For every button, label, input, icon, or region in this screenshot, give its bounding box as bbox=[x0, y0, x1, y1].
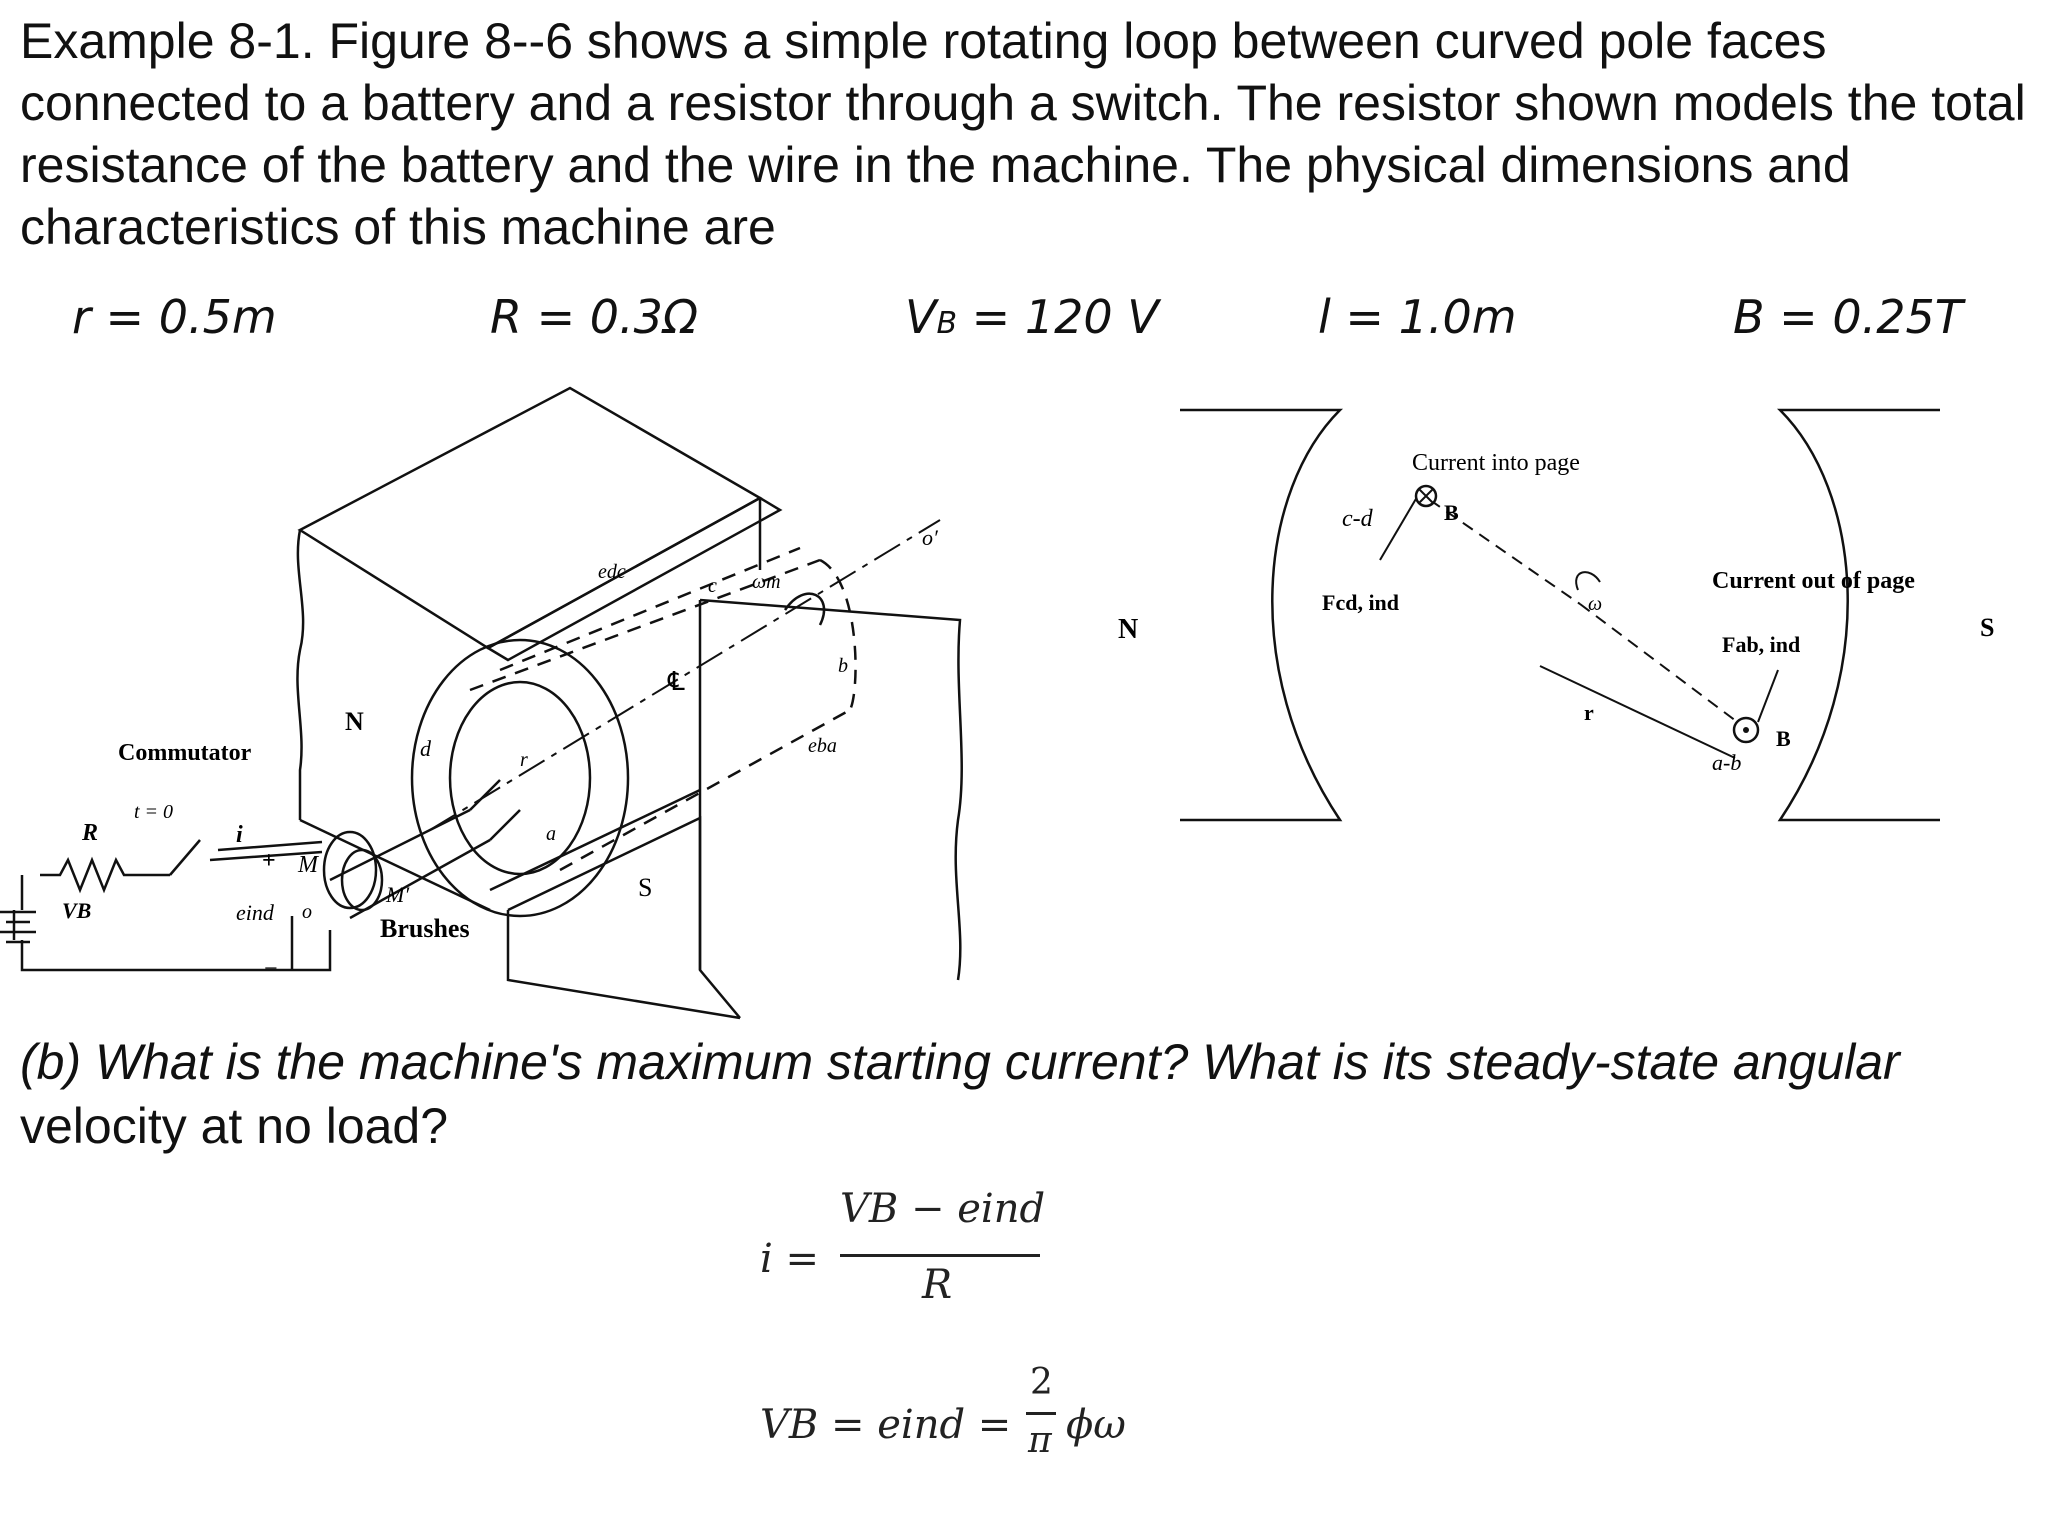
pole-top-label: N bbox=[345, 707, 364, 736]
m-label: M bbox=[297, 852, 320, 878]
cd-label: c-d bbox=[1342, 506, 1374, 532]
machine-figure: N N S Commutator t = 0 R VB i + eind − B… bbox=[0, 386, 1138, 1020]
question-b: (b) What is the machine's maximum starti… bbox=[20, 1030, 2020, 1158]
edc-label: edc bbox=[598, 561, 626, 583]
eq1-numerator: VB − eind bbox=[840, 1186, 1046, 1232]
pole-right-label: N bbox=[1118, 614, 1138, 645]
eq2-numerator: 2 bbox=[1030, 1362, 1053, 1403]
emf-label: eind bbox=[236, 900, 275, 925]
b-label: b bbox=[838, 655, 848, 677]
param-battery-voltage-rest: = 120 V bbox=[957, 290, 1159, 344]
eq1-denominator: R bbox=[922, 1262, 953, 1308]
o-prime-label: o′ bbox=[922, 525, 939, 550]
current-into-label: Current into page bbox=[1412, 450, 1580, 476]
commutator-label: Commutator bbox=[118, 740, 252, 766]
o-label: o bbox=[302, 901, 312, 923]
b-top-label: B bbox=[1444, 500, 1459, 525]
eba-label: eba bbox=[808, 735, 837, 757]
intro-paragraph: Example 8-1. Figure 8--6 shows a simple … bbox=[20, 13, 2026, 255]
m-prime-label: M′ bbox=[385, 882, 410, 907]
question-text: (b) What is the machine's maximum starti… bbox=[20, 1034, 1900, 1090]
question-tail: velocity at no load? bbox=[20, 1098, 449, 1154]
r-label: r bbox=[520, 749, 528, 771]
current-label: i bbox=[236, 822, 243, 848]
a-label: a bbox=[546, 823, 556, 845]
current-out-label: Current out of page bbox=[1712, 568, 1915, 594]
switch-label: t = 0 bbox=[134, 801, 173, 823]
fcd-label: Fcd, ind bbox=[1322, 590, 1399, 615]
fab-label: Fab, ind bbox=[1722, 632, 1800, 657]
ab-label: a-b bbox=[1712, 750, 1741, 775]
pole-bottom-label: S bbox=[638, 873, 652, 902]
plus-sign: + bbox=[262, 848, 276, 874]
eq2-lhs: VB = eind = bbox=[760, 1402, 1012, 1448]
param-resistance: R = 0.3Ω bbox=[490, 290, 699, 344]
eq2-denominator: π bbox=[1028, 1420, 1052, 1461]
s-label: S bbox=[1980, 613, 1994, 642]
r-vector-label: r bbox=[1584, 700, 1594, 725]
battery-label: VB bbox=[62, 898, 91, 923]
brushes-label: Brushes bbox=[380, 914, 470, 943]
param-battery-voltage-sub: B bbox=[936, 306, 958, 341]
minus-sign: − bbox=[264, 956, 278, 982]
eq2-rhs: ϕω bbox=[1066, 1402, 1126, 1448]
param-radius: r = 0.5m bbox=[72, 290, 277, 344]
eq1-lhs: i = bbox=[760, 1236, 820, 1282]
param-battery-voltage: VB = 120 V bbox=[905, 290, 1159, 344]
eq2-fraction-bar bbox=[1026, 1412, 1056, 1415]
d-label: d bbox=[420, 736, 432, 761]
param-flux-density: B = 0.25T bbox=[1733, 290, 1963, 344]
cross-section-figure: Current into page c-d B Fcd, ind ω Curre… bbox=[1180, 408, 1994, 822]
omega-m-label: ωm bbox=[752, 571, 781, 593]
omega-label: ω bbox=[1588, 593, 1602, 615]
param-battery-voltage-v: V bbox=[905, 290, 937, 344]
c-label: c bbox=[708, 575, 717, 597]
b-bottom-label: B bbox=[1776, 726, 1791, 751]
eq1-fraction-bar bbox=[840, 1254, 1040, 1257]
centerline-label: ℄ bbox=[667, 667, 685, 696]
resistor-label: R bbox=[81, 820, 98, 846]
param-length: l = 1.0m bbox=[1318, 290, 1517, 344]
